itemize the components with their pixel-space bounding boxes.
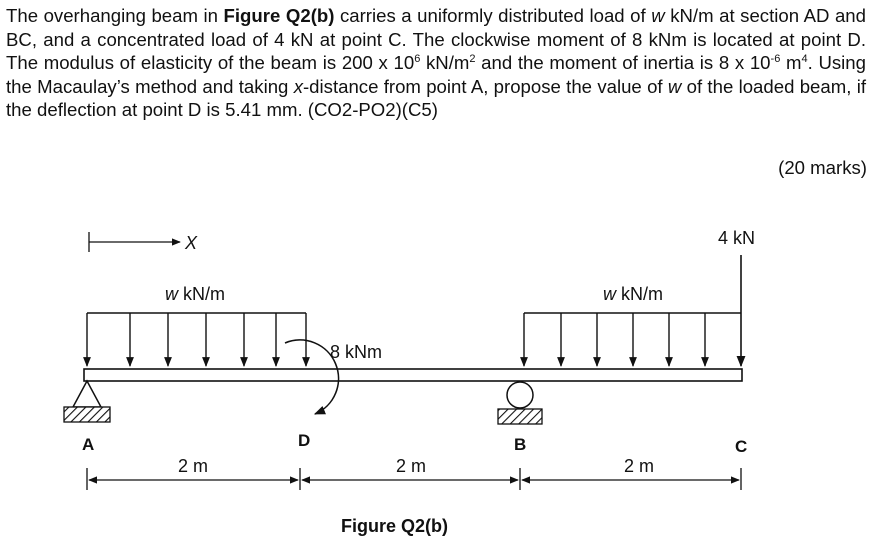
question-text-part: of the loaded beam, if the deflection at… bbox=[6, 75, 866, 121]
span-db-label: 2 m bbox=[396, 456, 426, 476]
marks-label: (20 marks) bbox=[778, 157, 867, 178]
dimension-line bbox=[86, 468, 742, 490]
exponent: 4 bbox=[801, 53, 808, 66]
roller-support-b bbox=[497, 381, 543, 425]
question-text-part: The overhanging beam in bbox=[6, 5, 224, 26]
udl-right bbox=[520, 312, 741, 367]
udl-left bbox=[83, 312, 310, 367]
x-axis-arrow bbox=[88, 232, 181, 252]
question-text: The overhanging beam in Figure Q2(b) car… bbox=[6, 4, 866, 122]
point-label-a: A bbox=[82, 435, 94, 454]
span-bc-label: 2 m bbox=[624, 456, 654, 476]
variable-w: w bbox=[651, 5, 665, 26]
udl-left-label: w kN/m bbox=[165, 284, 225, 304]
figure-caption: Figure Q2(b) bbox=[341, 516, 448, 536]
variable-w: w bbox=[667, 75, 682, 97]
x-axis-label: X bbox=[184, 233, 198, 253]
exponent: 6 bbox=[414, 53, 421, 66]
question-text-part: m bbox=[780, 52, 802, 74]
question-text-part: and the moment of inertia is 8 x 10 bbox=[475, 52, 771, 74]
point-label-d: D bbox=[298, 431, 310, 450]
question-text-part: kN/m at section AD and BC, and a concent… bbox=[6, 5, 866, 74]
question-text-part: carries a uniformly distributed load of bbox=[334, 5, 652, 26]
exponent: -6 bbox=[770, 53, 781, 66]
question-text-part: kN/m bbox=[420, 52, 470, 74]
udl-right-label: w kN/m bbox=[603, 284, 663, 304]
point-label-c: C bbox=[735, 437, 747, 456]
pin-support-a bbox=[63, 379, 111, 423]
point-label-b: B bbox=[514, 435, 526, 454]
moment-label: 8 kNm bbox=[330, 342, 382, 362]
figure-reference: Figure Q2(b) bbox=[223, 5, 335, 26]
point-load-label: 4 kN bbox=[718, 228, 755, 248]
beam bbox=[83, 368, 743, 382]
variable-x: x bbox=[293, 75, 303, 97]
question-paragraph: The overhanging beam in Figure Q2(b) car… bbox=[6, 4, 866, 122]
exponent: 2 bbox=[469, 53, 476, 66]
question-text-part: . Using the Macaulay’s method and taking bbox=[6, 52, 866, 97]
question-text-part: -distance from point A, propose the valu… bbox=[302, 75, 668, 97]
span-ad-label: 2 m bbox=[178, 456, 208, 476]
moment-arrow bbox=[284, 339, 340, 415]
